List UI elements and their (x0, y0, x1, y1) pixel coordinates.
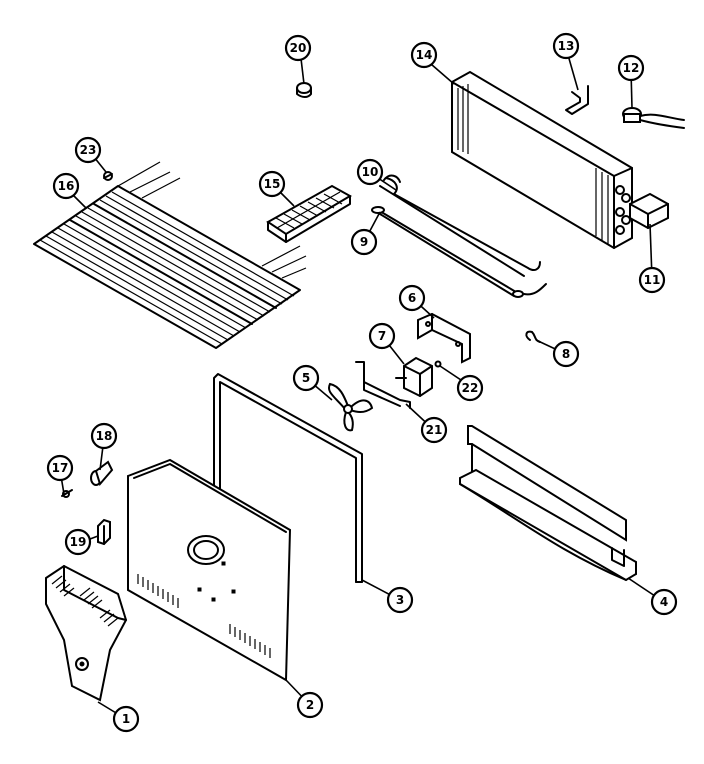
evaporator-part (451, 70, 633, 250)
callout-23: 23 (74, 136, 102, 164)
callout-1: 1 (112, 705, 140, 733)
svg-text:4: 4 (660, 595, 668, 609)
thermostat-part (622, 107, 685, 129)
defrost-heater-part (379, 174, 541, 277)
svg-text:17: 17 (52, 461, 69, 475)
fan-bracket-part (355, 361, 411, 409)
callout-15: 15 (258, 170, 286, 198)
svg-text:2: 2 (306, 698, 314, 712)
svg-text:23: 23 (80, 143, 97, 157)
svg-text:7: 7 (378, 329, 386, 343)
callout-7: 7 (368, 322, 396, 350)
svg-text:12: 12 (623, 61, 640, 75)
light-bulb-part (90, 460, 114, 487)
svg-text:16: 16 (58, 179, 75, 193)
fan-motor-part (395, 356, 433, 398)
screw-part (61, 489, 73, 498)
svg-text:14: 14 (416, 48, 433, 62)
svg-text:22: 22 (462, 381, 479, 395)
svg-text:15: 15 (264, 177, 281, 191)
svg-text:10: 10 (362, 165, 379, 179)
callout-9: 9 (350, 228, 378, 256)
callout-13: 13 (552, 32, 580, 60)
ice-tray-part (266, 184, 353, 243)
wire-shelf-part (33, 161, 307, 349)
callout-19: 19 (64, 528, 92, 556)
shelf-clip-part (103, 171, 113, 181)
callout-17: 17 (46, 454, 74, 482)
callout-18: 18 (90, 422, 118, 450)
svg-text:8: 8 (562, 347, 570, 361)
svg-text:13: 13 (558, 39, 575, 53)
svg-text:11: 11 (644, 273, 661, 287)
callout-12: 12 (617, 54, 645, 82)
motor-bracket-part (417, 312, 471, 364)
nut-part (434, 360, 442, 368)
svg-text:18: 18 (96, 429, 113, 443)
callout-22: 22 (456, 374, 484, 402)
control-housing-part (45, 564, 128, 702)
callout-5: 5 (292, 364, 320, 392)
callout-2: 2 (296, 691, 324, 719)
svg-text:1: 1 (122, 712, 130, 726)
fan-blade-part (328, 382, 374, 432)
svg-text:5: 5 (302, 371, 310, 385)
svg-text:3: 3 (396, 593, 404, 607)
light-socket-part (97, 518, 111, 546)
svg-text:6: 6 (408, 291, 416, 305)
svg-text:9: 9 (360, 235, 368, 249)
callout-10: 10 (356, 158, 384, 186)
callout-8: 8 (552, 340, 580, 368)
svg-text:21: 21 (426, 423, 443, 437)
callout-21: 21 (420, 416, 448, 444)
callout-14: 14 (410, 41, 438, 69)
svg-text:19: 19 (70, 535, 87, 549)
callout-16: 16 (52, 172, 80, 200)
back-panel-part (127, 458, 292, 682)
heater-wire-part (371, 206, 547, 298)
callout-6: 6 (398, 284, 426, 312)
callout-11: 11 (638, 266, 666, 294)
callout-20: 20 (284, 34, 312, 62)
svg-text:20: 20 (290, 41, 307, 55)
callout-3: 3 (386, 586, 414, 614)
evaporator-bracket-part (565, 85, 589, 115)
crisper-cover-part (459, 425, 637, 582)
terminal-block-part (629, 192, 669, 230)
cap-part (296, 82, 312, 98)
callout-4: 4 (650, 588, 678, 616)
